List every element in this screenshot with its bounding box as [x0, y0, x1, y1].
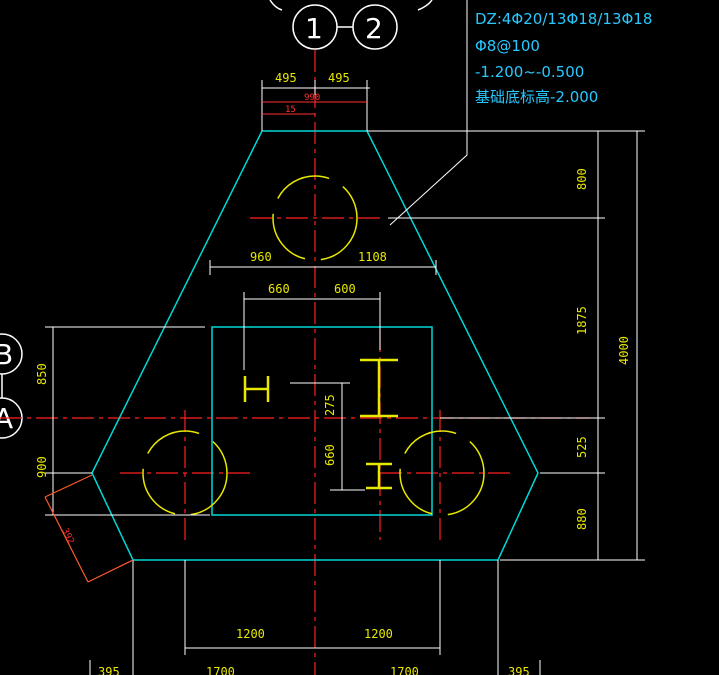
axis-2-label: 2 — [365, 12, 383, 45]
pile-left — [142, 430, 228, 516]
dim-left-850: 850 — [35, 363, 49, 385]
dimension-lines — [45, 0, 645, 675]
dim-right-880: 880 — [575, 508, 589, 530]
dim-top-small: 15 — [285, 105, 296, 115]
dim-bottom-1700-left: 1700 — [206, 665, 235, 675]
pile-right — [399, 430, 485, 516]
dim-right-800: 800 — [575, 168, 589, 190]
dim-mid-right: 1108 — [358, 250, 387, 264]
dim-bottom-395-left: 395 — [98, 665, 120, 675]
i-section-large — [360, 358, 398, 418]
piles — [142, 175, 485, 516]
column-pier-rect — [211, 326, 433, 516]
centerlines — [0, 50, 590, 675]
pile-top — [272, 175, 358, 261]
dim-left-900: 900 — [35, 456, 49, 478]
annotation-line-1: DZ:4Φ20/13Φ18/13Φ18 — [475, 10, 652, 28]
dim-right-4000: 4000 — [617, 336, 631, 365]
dim-bottom-right: 1200 — [364, 627, 393, 641]
dim-left-diag: 392 — [59, 527, 75, 546]
axis-b-label: B — [0, 338, 13, 371]
annotation-line-2: Φ8@100 — [475, 37, 540, 55]
axis-arc-right — [417, 0, 433, 11]
diagonal-dimension — [44, 474, 134, 583]
dim-right-1875: 1875 — [575, 306, 589, 335]
dim-inner-left: 660 — [268, 282, 290, 296]
dim-bottom-395-right: 395 — [508, 665, 530, 675]
dim-v-275: 275 — [323, 394, 337, 416]
h-section — [243, 376, 270, 402]
axis-arc-left — [269, 0, 283, 11]
annotation-line-4: 基础底标高-2.000 — [475, 88, 598, 106]
dim-top-left: 495 — [275, 71, 297, 85]
top-red-dims — [262, 101, 367, 115]
dim-mid-left: 960 — [250, 250, 272, 264]
dim-right-525: 525 — [575, 436, 589, 458]
dim-inner-right: 600 — [334, 282, 356, 296]
dim-v-660: 660 — [323, 444, 337, 466]
steel-sections — [243, 358, 398, 490]
dim-top-total: 990 — [304, 93, 320, 103]
annotation-line-3: -1.200~-0.500 — [475, 63, 584, 81]
dim-bottom-left: 1200 — [236, 627, 265, 641]
dim-bottom-1700-right: 1700 — [390, 665, 419, 675]
axis-bubbles-top — [269, 0, 433, 50]
axis-1-label: 1 — [305, 12, 323, 45]
i-section-small — [366, 462, 392, 490]
dim-top-right: 495 — [328, 71, 350, 85]
annotation-leader — [389, 0, 468, 226]
